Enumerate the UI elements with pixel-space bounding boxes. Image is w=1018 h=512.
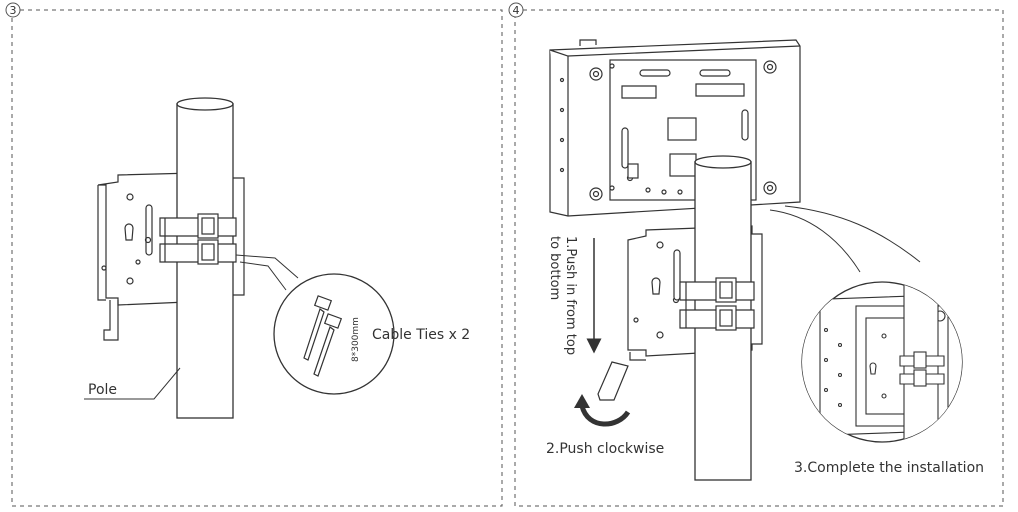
cable-ties-label: Cable Ties x 2 xyxy=(372,327,470,343)
callout-line-ties xyxy=(235,254,299,279)
panel-step-4-border xyxy=(514,9,1004,507)
callout-line-detail-2 xyxy=(784,205,921,263)
instruction-push-clockwise: 2.Push clockwise xyxy=(546,441,664,457)
clockwise-arrow xyxy=(574,394,631,427)
cable-ties-magnifier: 8*300mm xyxy=(273,273,395,395)
step-4-number-badge: 4 xyxy=(508,2,524,18)
svg-text:8*300mm: 8*300mm xyxy=(351,317,361,362)
svg-text:4: 4 xyxy=(513,4,520,17)
callout-line-detail xyxy=(769,209,861,273)
panel-step-3-border xyxy=(11,9,503,507)
instruction-push-down-line2: to bottom xyxy=(547,236,562,300)
instruction-push-down-line1: 1.Push in from top xyxy=(563,236,578,355)
instruction-complete-installation: 3.Complete the installation xyxy=(794,460,984,476)
cable-ties-on-pole-step4 xyxy=(679,277,755,331)
cable-ties-on-pole-step3 xyxy=(159,213,237,265)
pole-leader-line xyxy=(84,367,181,400)
step-3-number-badge: 3 xyxy=(5,2,21,18)
pole-label: Pole xyxy=(88,382,117,398)
installation-detail-magnifier xyxy=(801,281,963,443)
svg-text:3: 3 xyxy=(10,4,17,17)
bracket-hook xyxy=(597,361,629,401)
callout-line-ties-2 xyxy=(239,261,287,291)
device-enclosure xyxy=(549,39,801,217)
